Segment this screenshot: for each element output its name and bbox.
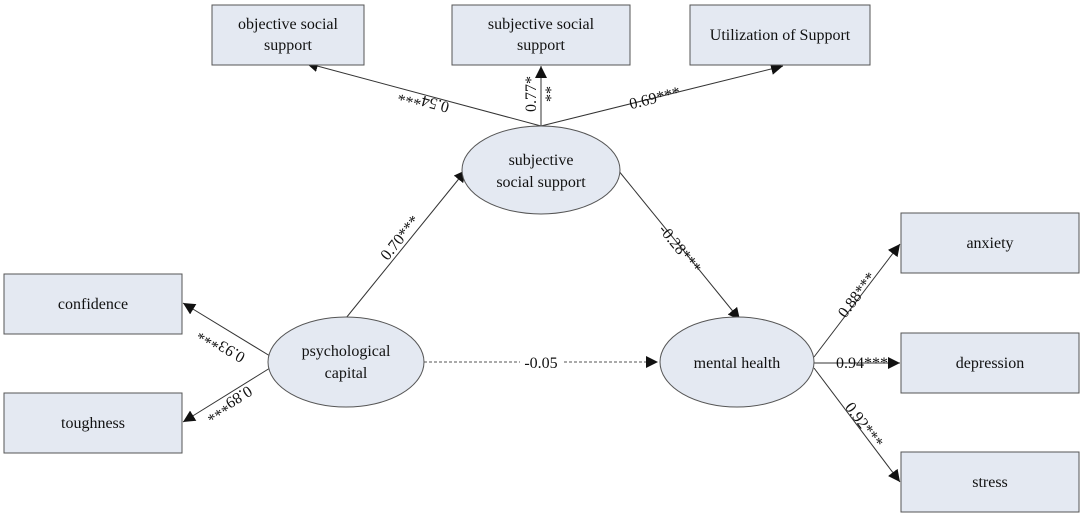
node-label: Utilization of Support [710,27,851,44]
node-label: mental health [694,355,781,372]
edge-label-sss-to-utilization: 0.69*** [628,84,683,113]
node-toughness: toughness [3,392,183,454]
edge-label-pc-to-sss: 0.70*** [378,213,424,264]
node-label: depression [956,355,1024,372]
node-label: support [517,37,566,54]
node-depression: depression [900,332,1080,394]
edge-label-bg-pc-to-mh [520,352,562,372]
node-anxiety: anxiety [900,212,1080,274]
node-label: subjective [509,152,574,169]
edge-label-mh-to-stress: 0.92*** [841,399,886,451]
edge-label-sss-to-objective: 0.54*** [397,85,452,115]
edge-label-mh-to-anxiety: 0.88*** [835,269,880,321]
node-label: confidence [58,296,128,313]
edge-pc-to-sss [345,169,467,319]
node-stress: stress [900,451,1080,513]
node-label: psychological [302,343,391,360]
node-mental-health: mental health [659,316,815,408]
node-label: subjective social [488,16,595,33]
edge-label-mh-to-depression: 0.94*** [836,355,888,372]
node-label: capital [325,365,368,382]
node-label: objective social [238,16,339,33]
node-label: social support [496,174,586,191]
node-subjective-social-support-indicator: subjective social support [451,4,631,66]
node-subjective-social-support-latent: subjective social support [461,125,621,215]
edge-pc-to-toughness [182,367,271,423]
node-label: toughness [61,415,125,432]
node-confidence: confidence [3,273,183,335]
edge-mh-to-stress [813,367,901,483]
edge-mh-to-anxiety [813,243,901,358]
edge-label-pc-to-confidence: 0.93*** [195,324,248,365]
node-label: anxiety [966,235,1013,252]
edge-pc-to-confidence [182,302,271,357]
edge-label-sss-to-subjective-a: 0.77* [523,76,540,112]
node-label: stress [972,474,1008,491]
edge-sss-to-utilization [540,63,784,127]
node-objective-social-support: objective social support [211,4,365,66]
edge-label-pc-to-mh: -0.05 [524,355,557,372]
edge-sss-to-mh [617,169,741,321]
edge-label-sss-to-subjective-b: ** [543,86,560,102]
node-psychological-capital: psychological capital [267,316,425,408]
edge-label-sss-to-mh: -0.28*** [655,222,704,277]
edge-label-pc-to-toughness: 0.89*** [202,382,255,424]
node-label: support [264,37,313,54]
node-utilization-of-support: Utilization of Support [689,4,871,66]
edge-sss-to-objective [305,60,542,127]
